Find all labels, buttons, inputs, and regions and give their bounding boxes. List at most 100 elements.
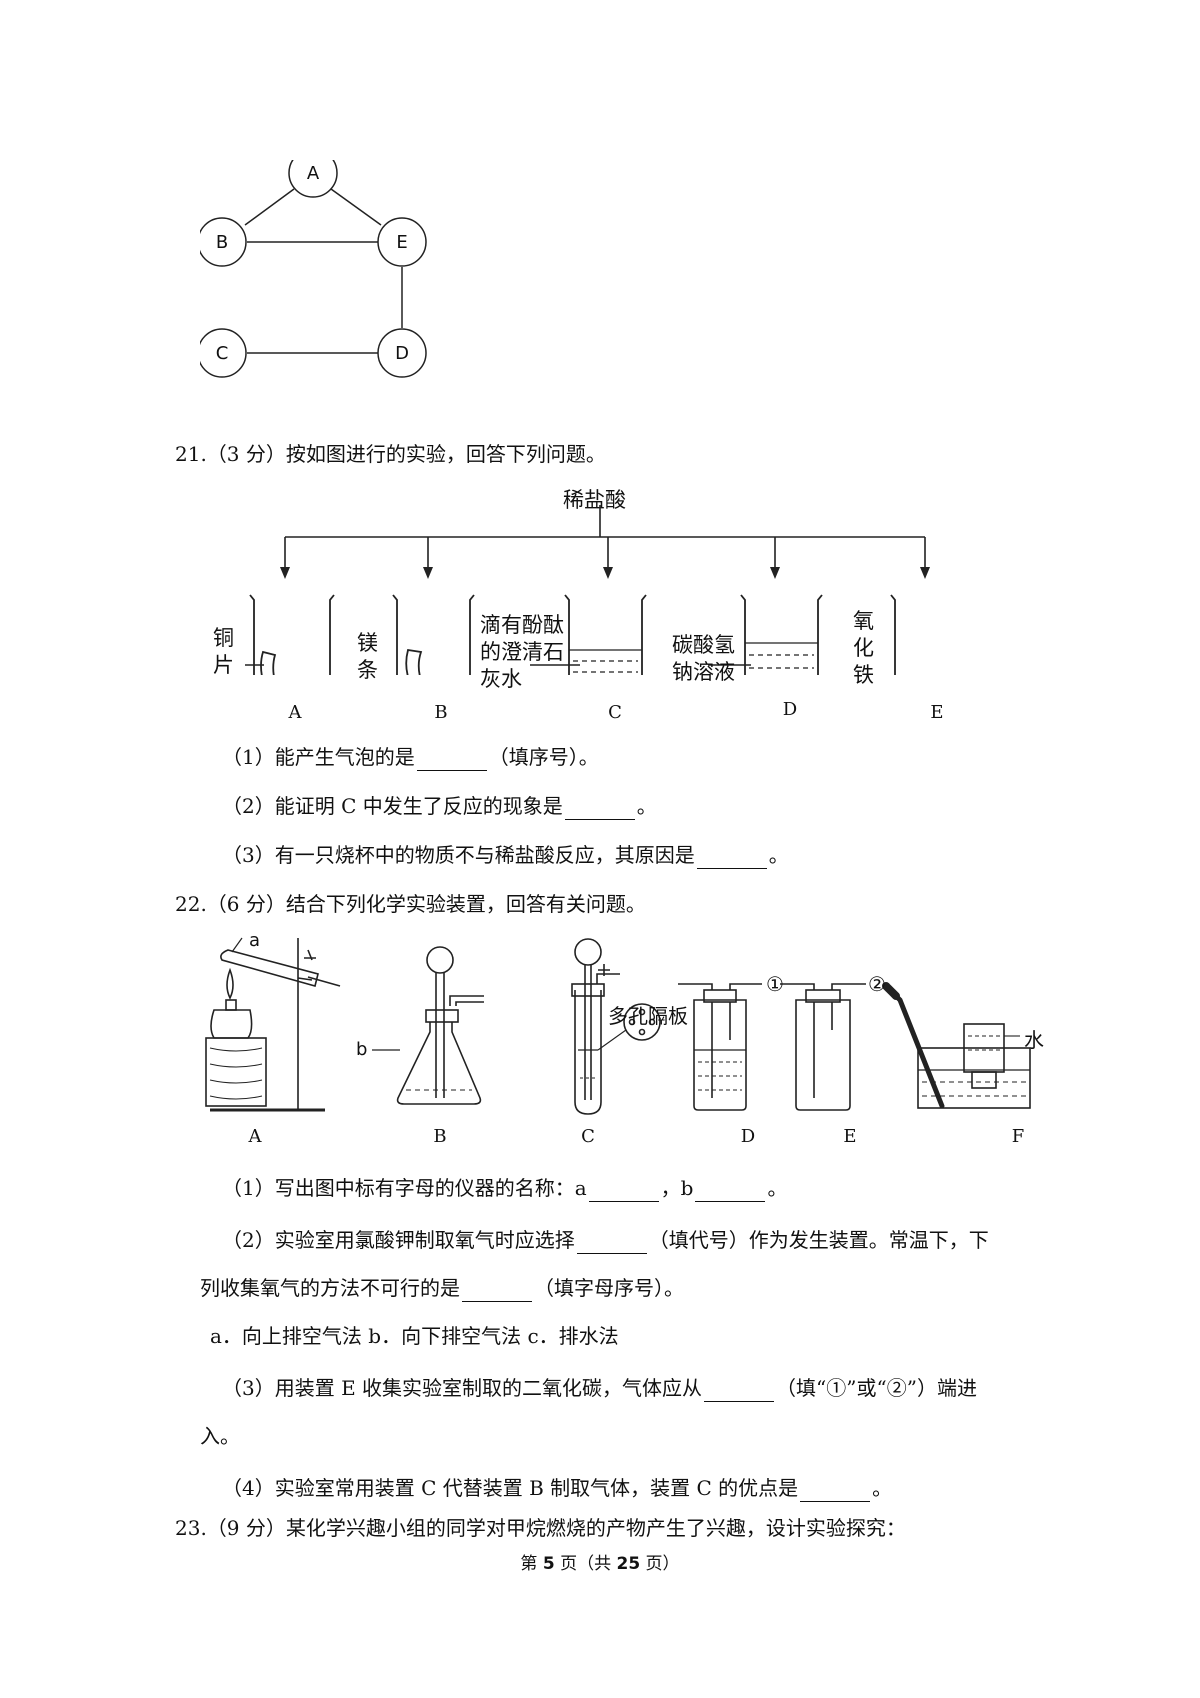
graph-node-a-label: A: [307, 163, 320, 184]
q22-s3-text: （3）用装置 E 收集实验室制取的二氧化碳，气体应从: [222, 1376, 703, 1400]
q22-s1-mid: ，b: [660, 1176, 694, 1200]
q22-s1-text: （1）写出图中标有字母的仪器的名称：a: [222, 1176, 587, 1200]
arrowhead-b: [423, 567, 433, 579]
answer-blank[interactable]: [576, 1231, 647, 1254]
beaker-b-label: 镁条: [357, 631, 378, 682]
arrowhead-e: [920, 567, 930, 579]
label-b: b: [356, 1039, 368, 1060]
footer-middle: 页（共: [554, 1554, 617, 1574]
q21-s1-text: （1）能产生气泡的是: [222, 745, 415, 769]
edge-a-b: [244, 188, 295, 226]
arrowhead-a: [280, 567, 290, 579]
q22-s2-text: （2）实验室用氯酸钾制取氧气时应选择: [222, 1228, 575, 1252]
q22-subquestion-3-line2: 入。: [200, 1424, 240, 1448]
graph-node-e: [377, 217, 427, 267]
beaker-e-label: 氧化铁: [853, 609, 874, 687]
beaker-a-label: 铜片: [213, 626, 234, 677]
q22-s2-mid: （填代号）作为发生装置。常温下，下: [648, 1228, 989, 1252]
answer-blank[interactable]: [800, 1479, 871, 1502]
beaker-b: [392, 594, 475, 675]
q21-s2-text: （2）能证明 C 中发生了反应的现象是: [222, 794, 563, 818]
footer-suffix: 页）: [640, 1554, 680, 1574]
q22-s3-suffix: （填“①”或“②”）端进: [776, 1376, 977, 1400]
answer-blank-b[interactable]: [695, 1179, 766, 1202]
q22-heading: 22.（6 分）结合下列化学实验装置，回答有关问题。: [175, 892, 646, 916]
graph-node-c: [200, 328, 247, 378]
magnesium-strip: [405, 648, 423, 675]
apparatus-d-letter: D: [740, 1126, 756, 1147]
label-a: a: [249, 930, 261, 951]
answer-blank-a[interactable]: [588, 1179, 659, 1202]
apparatus-e: [780, 983, 866, 1111]
arrowhead-c: [603, 567, 613, 579]
footer-prefix: 第: [520, 1554, 543, 1574]
copper-strip: [260, 650, 277, 675]
graph-node-a: [288, 160, 338, 198]
apparatus-f: [882, 982, 1031, 1109]
q21-s1-suffix: （填序号）。: [488, 745, 599, 769]
answer-blank[interactable]: [704, 1379, 775, 1402]
porous-plate-label: 多孔隔板: [608, 1004, 688, 1028]
q21-subquestion-2: （2）能证明 C 中发生了反应的现象是 。: [222, 792, 657, 820]
edge-a-e: [330, 188, 382, 226]
water-label: 水: [1024, 1028, 1044, 1052]
apparatus-a-letter: A: [248, 1126, 262, 1147]
graph-node-d: [377, 328, 427, 378]
q22-subquestion-4: （4）实验室常用装置 C 代替装置 B 制取气体，装置 C 的优点是 。: [222, 1474, 892, 1502]
q23-heading: 23.（9 分）某化学兴趣小组的同学对甲烷燃烧的产物产生了兴趣，设计实验探究：: [175, 1516, 906, 1540]
q21-beakers-diagram: [245, 505, 930, 675]
q22-subquestion-3: （3）用装置 E 收集实验室制取的二氧化碳，气体应从 （填“①”或“②”）端进: [222, 1374, 977, 1402]
graph-node-b: [200, 217, 247, 267]
beaker-d: [740, 594, 823, 675]
q22-s4-suffix: 。: [872, 1476, 893, 1500]
footer-total-pages: 25: [616, 1554, 641, 1574]
answer-blank[interactable]: [564, 797, 635, 820]
q22-s4-text: （4）实验室常用装置 C 代替装置 B 制取气体，装置 C 的优点是: [222, 1476, 799, 1500]
answer-blank[interactable]: [416, 748, 487, 771]
q21-subquestion-3: （3）有一只烧杯中的物质不与稀盐酸反应，其原因是 。: [222, 841, 789, 869]
answer-blank[interactable]: [696, 846, 767, 869]
q21-heading: 21.（3 分）按如图进行的实验，回答下列问题。: [175, 442, 606, 466]
apparatus-b: [372, 946, 484, 1105]
q22-s1-suffix: 。: [767, 1176, 788, 1200]
beaker-d-letter: D: [782, 699, 798, 720]
beaker-b-letter: B: [434, 702, 448, 723]
beaker-c-letter: C: [608, 702, 622, 723]
beaker-c-label: 滴有酚酞的澄清石灰水: [480, 613, 564, 691]
q21-s3-text: （3）有一只烧杯中的物质不与稀盐酸反应，其原因是: [222, 843, 695, 867]
q21-acid-label: 稀盐酸: [563, 488, 626, 512]
apparatus-b-letter: B: [433, 1126, 447, 1147]
q21-s3-suffix: 。: [768, 843, 789, 867]
port-1-label: ①: [766, 972, 784, 996]
answer-blank[interactable]: [462, 1279, 532, 1302]
apparatus-e-letter: E: [843, 1126, 857, 1147]
beaker-e-letter: E: [930, 702, 944, 723]
beaker-a: [249, 594, 335, 675]
q22-apparatus-diagram: [205, 937, 1031, 1115]
page-footer: 第 5 页（共 25 页）: [0, 1549, 1200, 1574]
q22-subquestion-1: （1）写出图中标有字母的仪器的名称：a ，b 。: [222, 1174, 787, 1202]
graph-node-c-label: C: [216, 343, 229, 364]
apparatus-a: [205, 937, 341, 1112]
beaker-e: [890, 594, 896, 675]
graph-node-e-label: E: [396, 232, 407, 253]
beaker-c: [564, 594, 647, 675]
node-graph-diagram: A B E C D: [200, 160, 427, 378]
q22-s2-line2-suffix: （填字母序号）。: [534, 1276, 684, 1300]
apparatus-d: [678, 983, 762, 1111]
arrowhead-d: [770, 567, 780, 579]
beaker-a-letter: A: [288, 702, 302, 723]
beaker-d-label: 碳酸氢钠溶液: [672, 633, 735, 684]
graph-node-d-label: D: [395, 343, 409, 364]
apparatus-f-letter: F: [1011, 1126, 1025, 1147]
q21-s2-suffix: 。: [636, 794, 657, 818]
apparatus-c-letter: C: [581, 1126, 595, 1147]
graph-node-b-label: B: [216, 232, 228, 253]
q22-subquestion-2: （2）实验室用氯酸钾制取氧气时应选择 （填代号）作为发生装置。常温下，下: [222, 1226, 989, 1254]
port-2-label: ②: [868, 972, 886, 996]
q21-subquestion-1: （1）能产生气泡的是 （填序号）。: [222, 743, 599, 771]
q22-subquestion-2-line2: 列收集氧气的方法不可行的是（填字母序号）。: [200, 1274, 684, 1302]
q22-options: a．向上排空气法 b．向下排空气法 c．排水法: [210, 1324, 619, 1348]
footer-page-number: 5: [542, 1554, 555, 1574]
apparatus-c: [571, 938, 661, 1115]
